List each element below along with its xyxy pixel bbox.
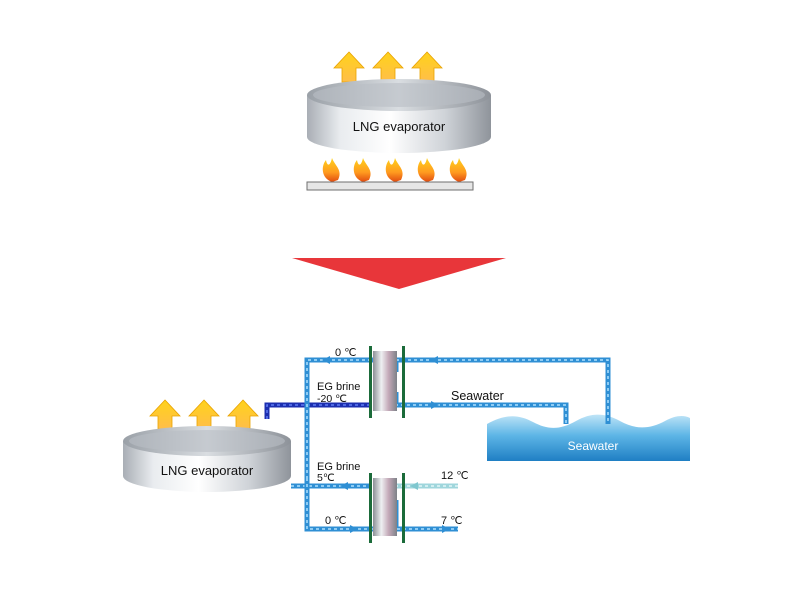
heat-up-arrow-icon [188, 399, 220, 430]
heat-up-arrow-icon [149, 399, 181, 430]
flow-arrow-icon [431, 401, 439, 409]
lower-brine-label: EG brine [317, 461, 360, 473]
top-evaporator-group: LNG evaporator [306, 51, 491, 191]
flow-arrow-icon [350, 525, 358, 533]
bottom-evaporator-label: LNG evaporator [161, 463, 254, 478]
lower-heat-exchanger [369, 473, 405, 543]
lower-outlet-temp: 0 ℃ [325, 515, 347, 527]
upper-outlet-temp: 0 ℃ [335, 347, 357, 359]
flow-arrow-icon [322, 356, 330, 364]
bottom-system-group: LNG evaporator Seawater [123, 346, 690, 543]
lng-evaporator-bottom: LNG evaporator [123, 426, 291, 492]
seawater-line-label: Seawater [451, 389, 504, 403]
burner-plate [306, 181, 474, 191]
flame-icon [449, 158, 467, 182]
lower-brine-temp: 5℃ [317, 472, 335, 484]
flow-arrow-icon [442, 525, 450, 533]
heat-up-arrow-icon [227, 399, 259, 430]
seawater-tank-label: Seawater [568, 439, 619, 453]
transition-arrow-icon [292, 258, 506, 289]
heat-up-arrow-icon [411, 51, 443, 83]
heat-up-arrow-icon [333, 51, 365, 83]
flame-icon [353, 158, 371, 182]
flow-arrow-icon [410, 482, 418, 490]
cold-out-temp: 7 ℃ [441, 515, 463, 527]
upper-heat-exchanger [369, 346, 405, 418]
flame-icon [322, 158, 340, 182]
heat-up-arrow-icon [372, 51, 404, 83]
brine-line-warm [291, 482, 370, 490]
brine-line-upper-return [304, 356, 383, 478]
seawater-tank: Seawater [487, 414, 690, 461]
flame-icon [417, 158, 435, 182]
upper-brine-label: EG brine [317, 381, 360, 393]
cold-in-temp: 12 ℃ [441, 470, 469, 482]
brine-line-lower-bottom [304, 478, 383, 533]
top-evaporator-label: LNG evaporator [353, 119, 446, 134]
lng-evaporator-top: LNG evaporator [307, 79, 491, 153]
brine-line-cold [264, 402, 370, 419]
flow-arrow-icon [430, 356, 438, 364]
upper-brine-temp: -20 ℃ [317, 393, 347, 405]
flame-icon [385, 158, 403, 182]
flow-arrow-icon [340, 482, 348, 490]
